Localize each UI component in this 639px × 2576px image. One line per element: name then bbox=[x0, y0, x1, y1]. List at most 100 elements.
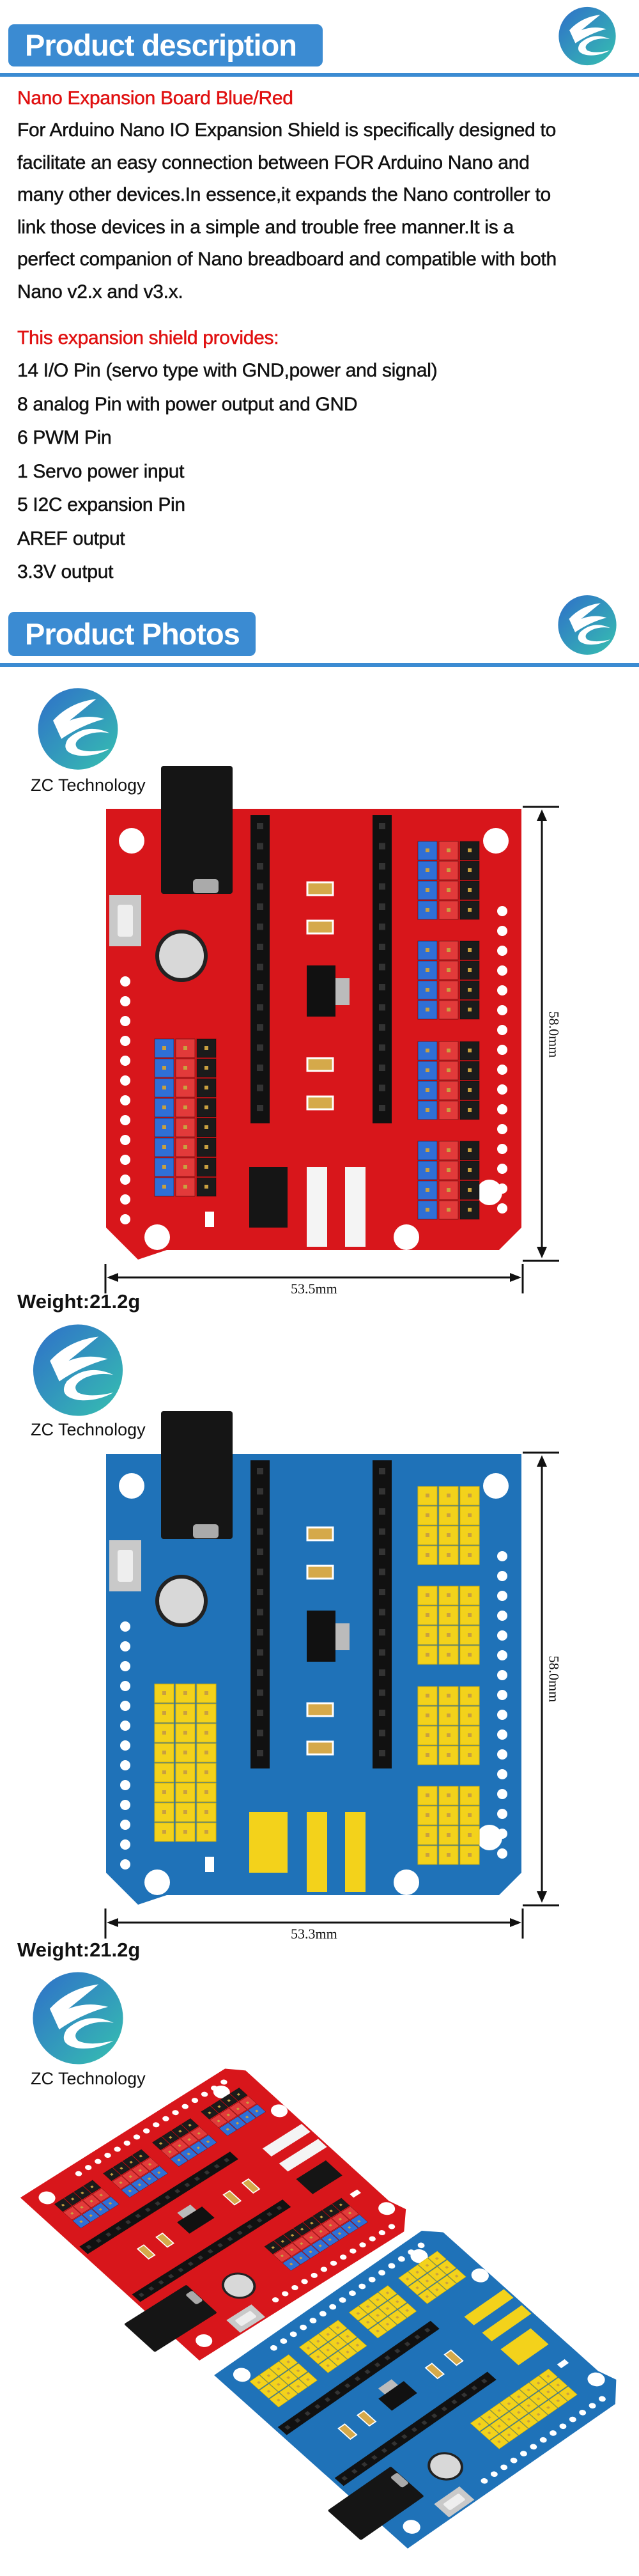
through-hole-pad bbox=[359, 2242, 366, 2248]
through-hole-pad bbox=[358, 2283, 366, 2290]
section-header-description: Product description bbox=[8, 24, 323, 66]
through-hole-pad bbox=[120, 996, 130, 1006]
pin bbox=[296, 2385, 300, 2388]
pin-header bbox=[175, 1743, 196, 1763]
pin bbox=[318, 2244, 322, 2247]
header-socket bbox=[148, 2286, 155, 2291]
header-socket bbox=[379, 1669, 385, 1676]
header-socket bbox=[178, 2267, 184, 2272]
red-board-angled bbox=[20, 2068, 406, 2361]
pin bbox=[346, 2334, 350, 2338]
pin bbox=[447, 908, 450, 912]
pin bbox=[566, 2392, 570, 2396]
mounting-hole bbox=[119, 828, 144, 854]
through-hole-pad bbox=[417, 2242, 425, 2249]
header-socket bbox=[257, 1689, 263, 1696]
header-socket bbox=[379, 823, 385, 829]
smd-component bbox=[306, 881, 334, 896]
pcb-board bbox=[20, 2068, 406, 2361]
smd-component bbox=[306, 1526, 334, 1542]
pin bbox=[98, 2208, 103, 2211]
pin bbox=[119, 2181, 123, 2184]
header-socket bbox=[364, 2369, 371, 2375]
pin-header bbox=[417, 980, 438, 1000]
header-socket bbox=[257, 944, 263, 950]
regulator-tab bbox=[378, 2379, 398, 2394]
header-socket bbox=[414, 2334, 421, 2340]
pin bbox=[497, 2440, 501, 2444]
pin bbox=[108, 2202, 112, 2205]
pin bbox=[183, 1046, 187, 1050]
header-socket bbox=[379, 984, 385, 990]
pin bbox=[204, 1105, 208, 1109]
header-socket bbox=[174, 2189, 181, 2194]
pin-header bbox=[438, 1605, 459, 1625]
smd-component bbox=[337, 2423, 358, 2440]
pin bbox=[266, 2389, 271, 2393]
through-hole-pad bbox=[220, 2079, 227, 2085]
pin bbox=[447, 888, 450, 892]
through-hole-pad bbox=[497, 1084, 507, 1095]
pin bbox=[454, 2274, 459, 2278]
header-socket bbox=[125, 2220, 132, 2225]
pin bbox=[306, 2346, 311, 2350]
blue-board-photo bbox=[104, 1411, 559, 1939]
pin bbox=[204, 1046, 208, 1050]
pin bbox=[415, 2286, 419, 2290]
through-hole-pad bbox=[272, 2297, 279, 2303]
pin bbox=[376, 2314, 380, 2317]
pin bbox=[447, 1653, 450, 1657]
header-socket bbox=[217, 2243, 224, 2248]
header-socket bbox=[379, 1084, 385, 1091]
header-socket bbox=[379, 843, 385, 850]
voltage-regulator bbox=[307, 965, 335, 1017]
header-socket bbox=[257, 883, 263, 890]
pin bbox=[183, 1105, 187, 1109]
through-hole-pad bbox=[120, 1839, 130, 1850]
header-socket bbox=[257, 1084, 263, 1091]
pin bbox=[447, 1148, 450, 1152]
pin bbox=[162, 1125, 166, 1129]
pcb-board bbox=[214, 2230, 617, 2549]
mounting-hole bbox=[196, 2334, 213, 2347]
header-socket bbox=[257, 1105, 263, 1111]
header-socket bbox=[401, 2434, 408, 2439]
pin bbox=[426, 1833, 429, 1837]
serial-header bbox=[262, 2123, 311, 2157]
i2c-header bbox=[307, 1167, 327, 1247]
pin bbox=[447, 1853, 450, 1857]
through-hole-pad bbox=[497, 1848, 507, 1859]
mounting-hole bbox=[119, 1473, 144, 1499]
pcb-board bbox=[106, 766, 521, 1260]
pin bbox=[128, 2175, 132, 2178]
pin bbox=[468, 1694, 472, 1698]
pin bbox=[468, 988, 472, 992]
pin bbox=[447, 868, 450, 872]
pin bbox=[527, 2404, 531, 2407]
through-hole-pad bbox=[339, 2297, 346, 2303]
through-hole-pad bbox=[497, 1630, 507, 1641]
pin bbox=[204, 1731, 208, 1735]
pin-header bbox=[438, 1806, 459, 1825]
pin bbox=[426, 1733, 429, 1737]
pin bbox=[468, 1793, 472, 1797]
through-hole-pad bbox=[599, 2396, 606, 2402]
pin bbox=[468, 1188, 472, 1192]
pin bbox=[289, 2263, 293, 2266]
through-hole-pad bbox=[388, 2224, 396, 2229]
pin bbox=[204, 1711, 208, 1715]
pin bbox=[468, 1088, 472, 1092]
pin bbox=[435, 2288, 439, 2291]
pin bbox=[447, 1793, 450, 1797]
header-socket bbox=[451, 2399, 458, 2405]
red-board-photo bbox=[104, 766, 559, 1293]
header-socket bbox=[257, 964, 263, 971]
pin bbox=[366, 2320, 370, 2324]
reset-button-cap bbox=[118, 1550, 133, 1582]
through-hole-pad bbox=[497, 1571, 507, 1581]
pin bbox=[527, 2419, 531, 2423]
pin bbox=[468, 888, 472, 892]
pin bbox=[546, 2390, 550, 2394]
pin bbox=[276, 2398, 281, 2402]
pin bbox=[487, 2416, 491, 2419]
